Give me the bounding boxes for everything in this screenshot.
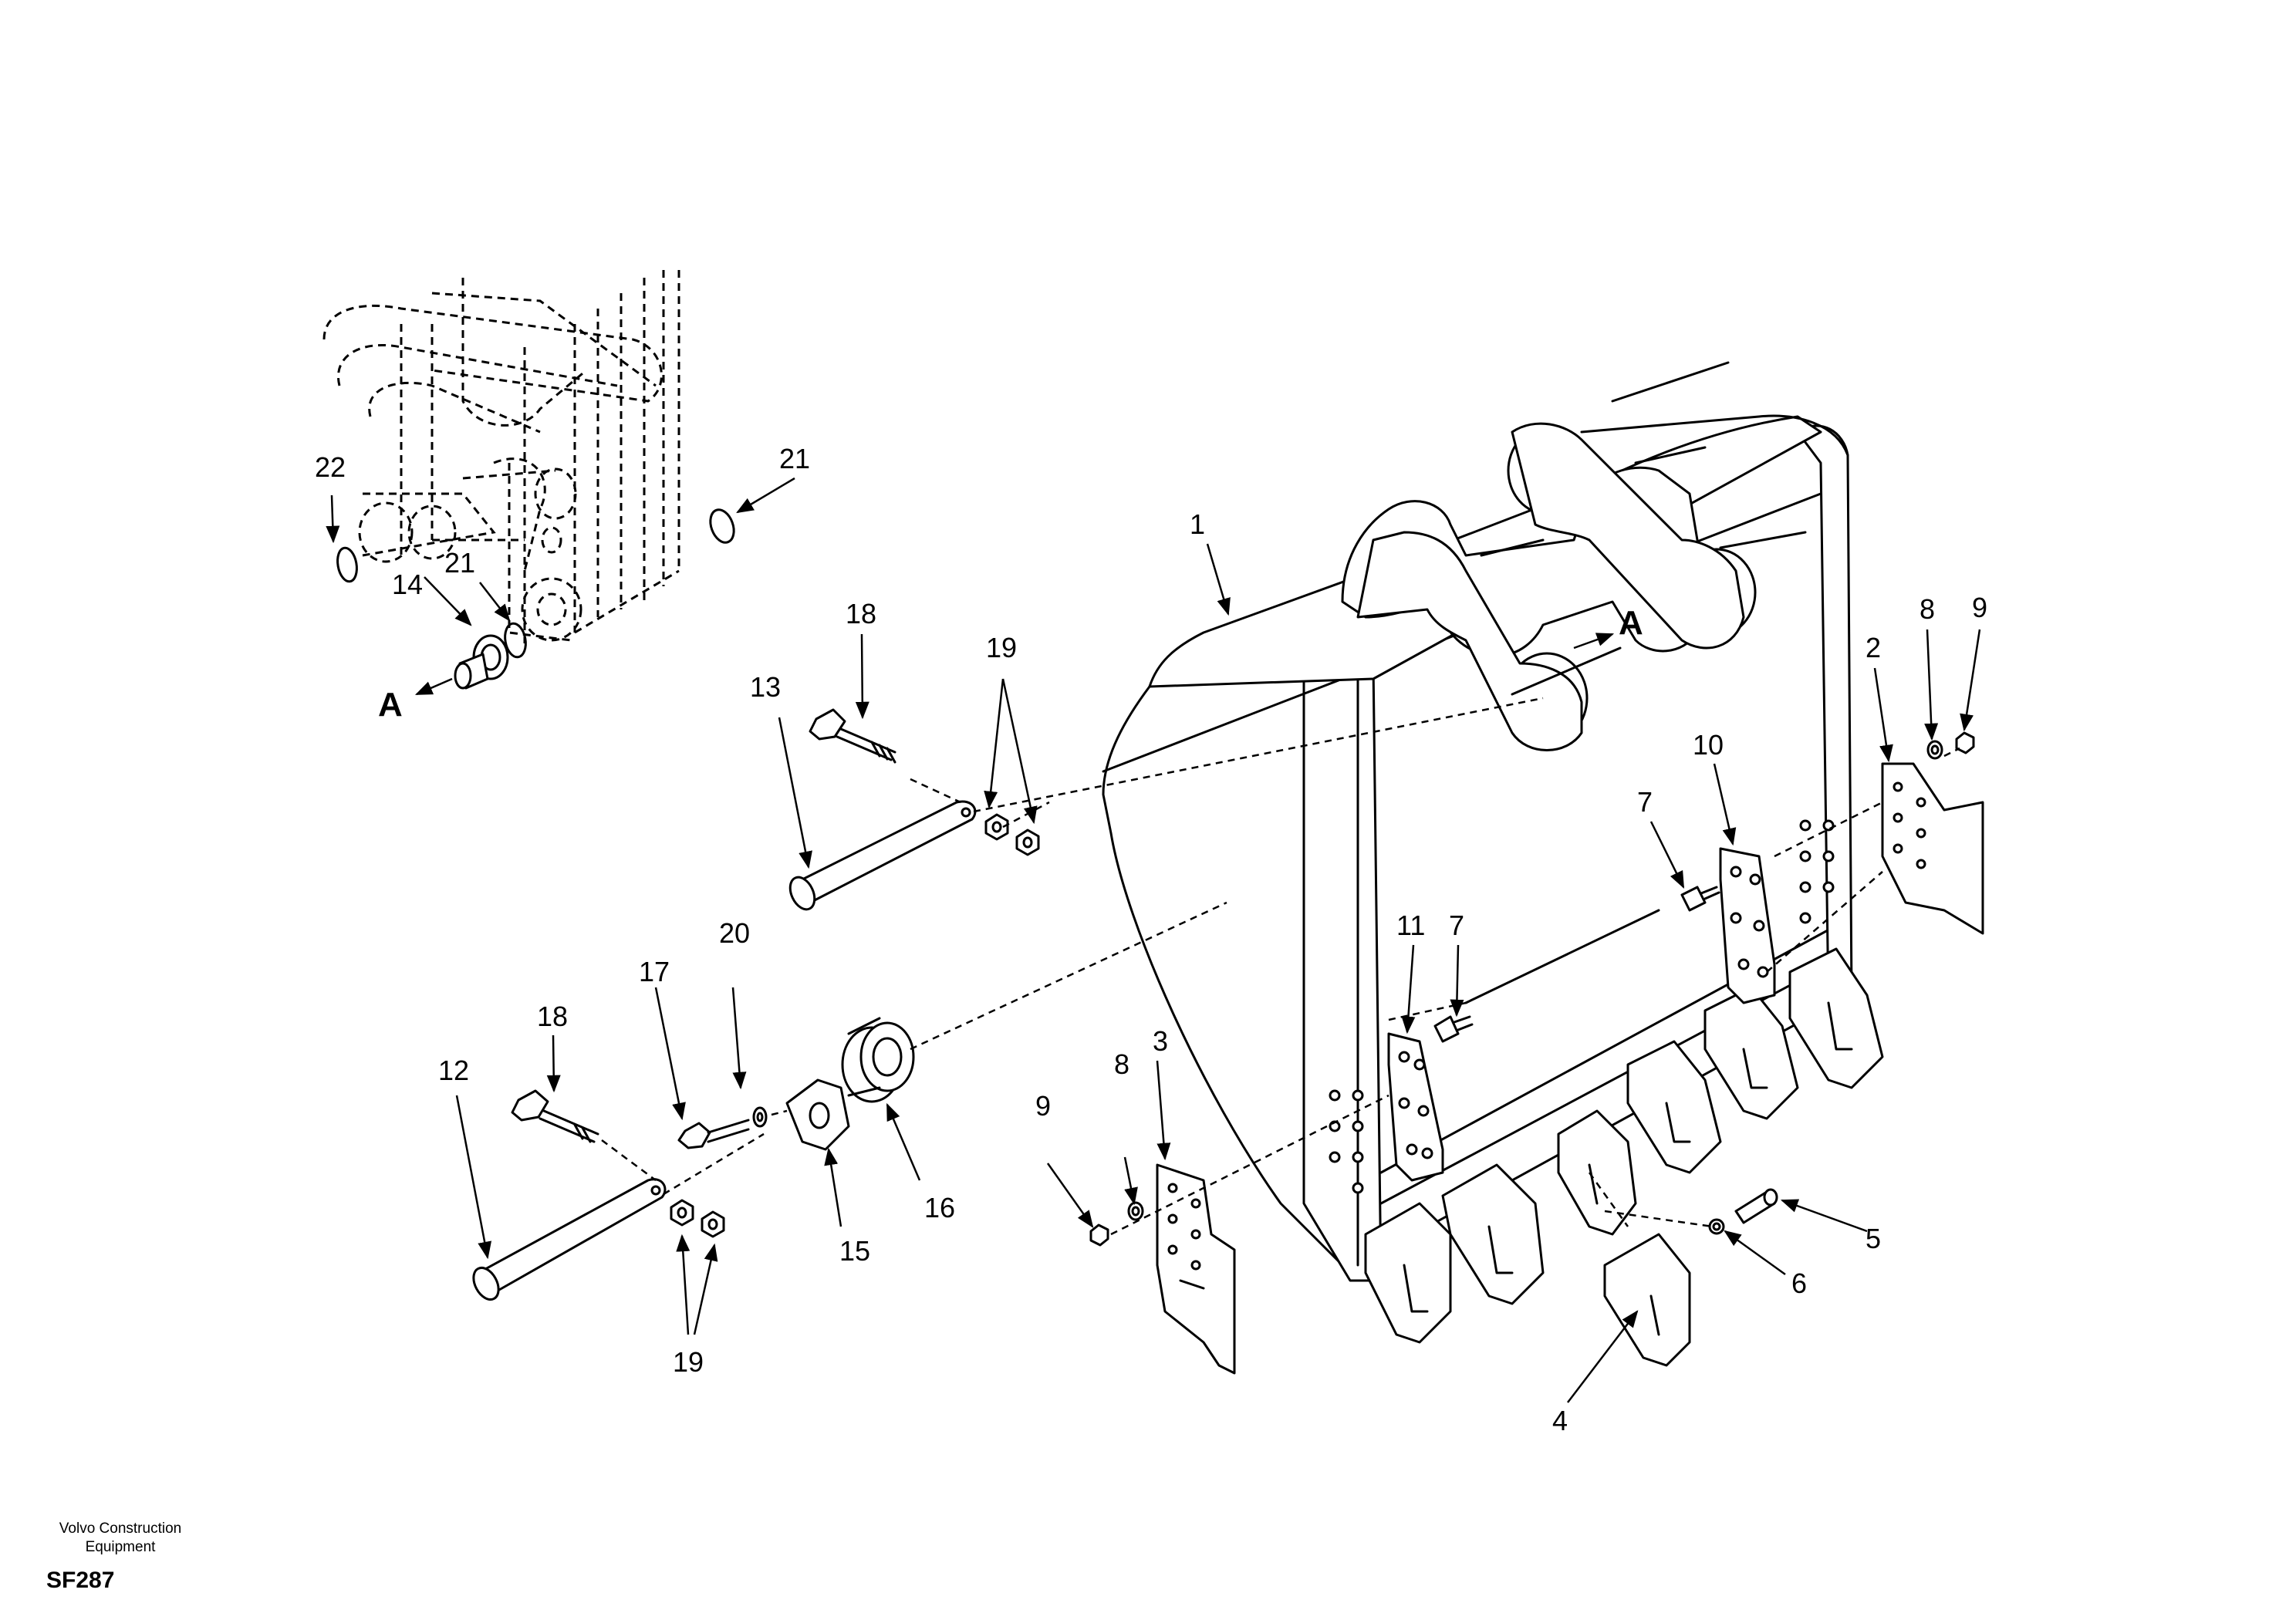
callout-1: 1 [1190,508,1205,540]
callout-8-right: 8 [1920,593,1935,625]
callout-17: 17 [639,956,670,987]
callout-16: 16 [924,1192,955,1223]
callout-leaders [326,477,1981,1403]
callout-19-upper: 19 [986,632,1017,663]
callout-9-right: 9 [1972,592,1987,623]
callout-9-left: 9 [1035,1090,1051,1122]
callout-labels: 22 21 14 21 1 18 19 13 20 17 18 12 15 16… [315,443,1987,1436]
tooth [1626,1040,1722,1174]
tooth [1557,1109,1637,1236]
footer-block: Volvo Construction Equipment SF287 [28,1520,213,1594]
callout-19-lower: 19 [673,1346,704,1378]
callout-2: 2 [1866,632,1881,663]
view-arrows [414,633,1615,696]
tooth [1364,1202,1452,1344]
callout-6: 6 [1791,1267,1807,1299]
fasteners [1089,731,1975,1247]
o-ring-parts [336,508,735,659]
view-label-a-left: A [378,686,403,724]
callout-15: 15 [839,1235,870,1267]
callout-12: 12 [438,1055,469,1086]
callout-21-left: 21 [444,547,475,579]
callout-7-lower: 7 [1449,910,1464,941]
callout-3: 3 [1153,1025,1168,1057]
wear-plate-10 [1719,847,1776,1004]
side-plate-holes [1329,819,1835,1194]
tooth-pin-and-retainer [1708,1188,1778,1235]
callout-11: 11 [1396,910,1425,941]
callout-7-upper: 7 [1637,786,1653,818]
wear-plate-11 [1387,1032,1444,1182]
callout-8-left: 8 [1114,1048,1129,1080]
callout-13: 13 [750,671,781,703]
callout-10: 10 [1693,729,1724,761]
pin-12-group [472,1017,915,1301]
callout-18-lower: 18 [537,1001,568,1032]
figure-code: SF287 [46,1568,115,1593]
view-label-a-right: A [1619,604,1643,642]
callout-20: 20 [719,917,750,949]
pin-13-group [788,708,1040,911]
callout-5: 5 [1866,1223,1881,1254]
callout-14: 14 [392,569,423,600]
arm-linkage-phantom [322,270,680,648]
tooth [1788,947,1884,1089]
callout-21-right: 21 [779,443,810,474]
bucket-teeth [1364,947,1884,1367]
side-cutter-3 [1156,1163,1236,1375]
callout-22: 22 [315,451,346,483]
tooth-exploded [1603,1233,1691,1367]
manufacturer-line-1: Volvo Construction [59,1520,182,1537]
bucket-assembly [1102,414,1853,1282]
callout-18-upper: 18 [846,598,876,629]
tooth [1441,1163,1545,1305]
manufacturer-line-2: Equipment [85,1539,156,1555]
side-cutter-2 [1881,762,1984,935]
spacer-part-14 [454,634,509,690]
callout-4: 4 [1552,1405,1568,1436]
